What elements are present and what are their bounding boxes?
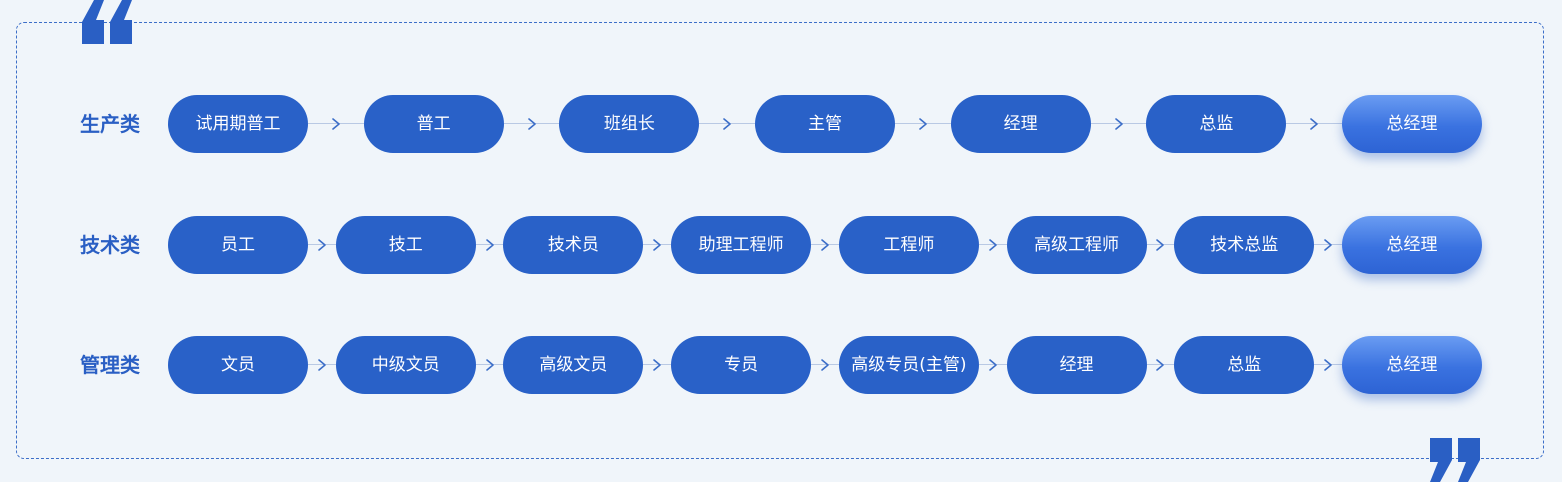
row-label-technical: 技术类 [80, 233, 140, 257]
step-connector-line [1314, 364, 1342, 365]
chevron-right-icon [1156, 239, 1165, 251]
career-step-production-4: 主管 [755, 95, 895, 153]
chevron-right-icon [318, 239, 326, 251]
step-connector-line [308, 364, 336, 365]
chevron-right-icon [1324, 239, 1332, 251]
step-connector-line [503, 123, 560, 124]
career-step-management-5: 高级专员(主管) [838, 336, 979, 394]
step-connector-line [643, 244, 672, 245]
career-step-production-1: 试用期普工 [168, 95, 308, 153]
career-step-technical-7: 技术总监 [1174, 216, 1315, 274]
chevron-right-icon [485, 359, 494, 371]
career-step-technical-8: 总经理 [1342, 216, 1482, 274]
row-label-production: 生产类 [80, 112, 140, 136]
career-step-technical-4: 助理工程师 [671, 216, 812, 274]
career-step-production-3: 班组长 [559, 95, 700, 153]
step-connector-line [1286, 123, 1342, 124]
step-connector-line [475, 244, 504, 245]
step-connector-line [699, 123, 755, 124]
career-step-production-6: 总监 [1146, 95, 1287, 153]
career-step-production-5: 经理 [950, 95, 1091, 153]
chevron-right-icon [318, 359, 326, 371]
step-connector-line [811, 364, 839, 365]
chevron-right-icon [1324, 359, 1332, 371]
step-connector-line [978, 364, 1007, 365]
career-step-production-7: 总经理 [1342, 95, 1482, 153]
career-step-technical-1: 员工 [168, 216, 308, 274]
chevron-right-icon [332, 118, 340, 130]
step-connector-line [1314, 244, 1342, 245]
chevron-right-icon [723, 118, 731, 130]
close-quote-icon [1430, 438, 1480, 482]
chevron-right-icon [485, 239, 494, 251]
career-step-technical-2: 技工 [335, 216, 476, 274]
chevron-right-icon [653, 359, 662, 371]
chevron-right-icon [988, 239, 997, 251]
career-step-management-3: 高级文员 [503, 336, 644, 394]
career-row-production: 生产类 试用期普工普工班组长主管经理总监总经理 [0, 95, 1562, 153]
step-connector-line [978, 244, 1007, 245]
chevron-right-icon [821, 359, 829, 371]
step-connector-line [643, 364, 672, 365]
open-quote-icon [82, 0, 132, 44]
career-step-management-4: 专员 [671, 336, 812, 394]
career-step-management-2: 中级文员 [335, 336, 476, 394]
career-step-management-6: 经理 [1006, 336, 1147, 394]
step-connector-line [811, 244, 839, 245]
career-step-technical-5: 工程师 [838, 216, 979, 274]
career-path-frame [16, 22, 1544, 459]
row-label-management: 管理类 [80, 353, 140, 377]
step-connector-line [308, 244, 336, 245]
chevron-right-icon [1156, 359, 1165, 371]
chevron-right-icon [653, 239, 662, 251]
career-step-production-2: 普工 [363, 95, 504, 153]
chevron-right-icon [988, 359, 997, 371]
career-step-management-1: 文员 [168, 336, 308, 394]
chevron-right-icon [1114, 118, 1123, 130]
step-connector-line [895, 123, 951, 124]
step-connector-line [1090, 123, 1147, 124]
career-step-management-7: 总监 [1174, 336, 1315, 394]
chevron-right-icon [919, 118, 927, 130]
step-connector-line [1146, 364, 1175, 365]
career-step-management-8: 总经理 [1342, 336, 1482, 394]
career-row-technical: 技术类 员工技工技术员助理工程师工程师高级工程师技术总监总经理 [0, 216, 1562, 274]
chevron-right-icon [1310, 118, 1318, 130]
step-connector-line [475, 364, 504, 365]
chevron-right-icon [821, 239, 829, 251]
step-connector-line [308, 123, 364, 124]
career-step-technical-6: 高级工程师 [1006, 216, 1147, 274]
chevron-right-icon [527, 118, 536, 130]
career-step-technical-3: 技术员 [503, 216, 644, 274]
step-connector-line [1146, 244, 1175, 245]
career-row-management: 管理类 文员中级文员高级文员专员高级专员(主管) 经理总监总经理 [0, 336, 1562, 394]
